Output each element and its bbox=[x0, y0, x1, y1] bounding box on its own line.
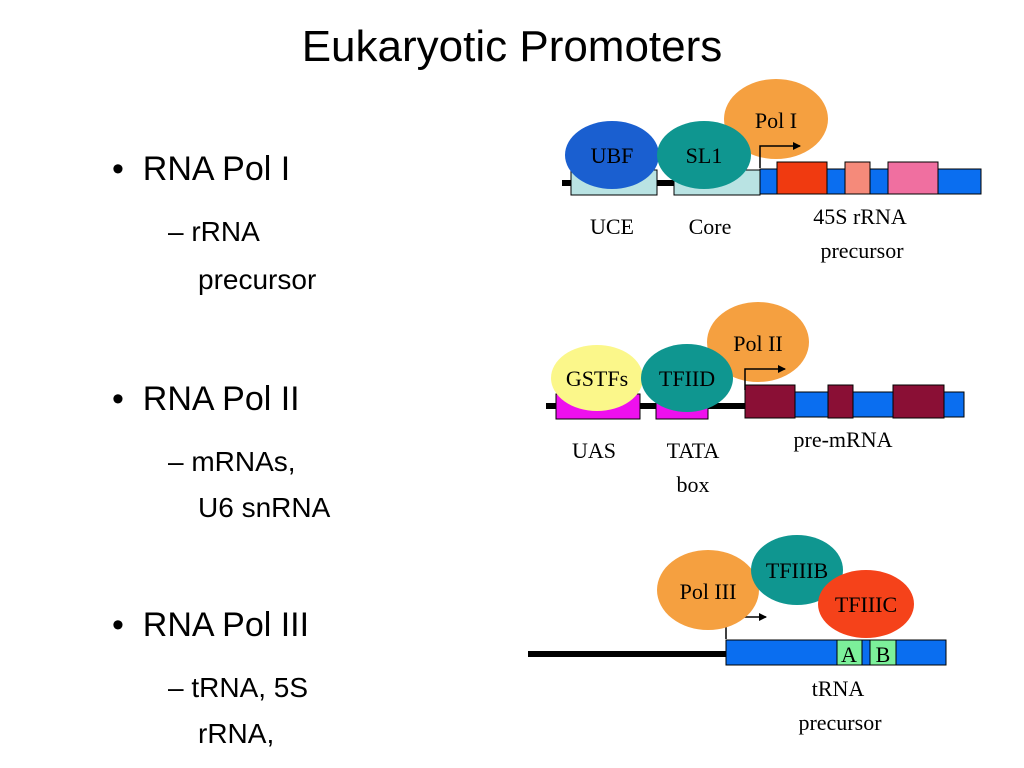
pol1-exon-red bbox=[776, 161, 828, 195]
bullet-pol2-label: RNA Pol II bbox=[142, 380, 300, 418]
bullet-pol1-label: RNA Pol I bbox=[142, 150, 291, 188]
pol2-tfiid-label: TFIID bbox=[659, 366, 715, 391]
pol3-tfiiic-label: TFIIIC bbox=[835, 592, 897, 617]
pol2-exon-1 bbox=[744, 384, 796, 419]
pol3-tfiiic-ellipse bbox=[818, 570, 914, 638]
pol2-tata-label-line2: box bbox=[677, 472, 710, 497]
slide-title: Eukaryotic Promoters bbox=[301, 22, 723, 71]
sub-bullet-pol2-line1: – mRNAs, bbox=[168, 446, 296, 477]
pol1-exon-pink bbox=[887, 161, 939, 195]
pol1-exon-salmon bbox=[844, 161, 871, 195]
pol3-tfiiib-ellipse bbox=[751, 535, 843, 605]
pol1-ubf-label: UBF bbox=[591, 143, 634, 168]
pol3-tfiiib-label: TFIIIB bbox=[766, 558, 828, 583]
bullet-pol2: • RNA Pol II bbox=[112, 380, 300, 418]
pol2-transcription-start-arrow bbox=[744, 365, 786, 390]
sub-bullet-pol1-line2: precursor bbox=[198, 264, 317, 295]
pol2-enzyme-label: Pol II bbox=[733, 331, 783, 356]
pol1-product-label-line2: precursor bbox=[820, 238, 904, 263]
pol1-ubf-ellipse bbox=[565, 121, 659, 189]
sub-bullet-pol3-line1: – tRNA, 5S bbox=[168, 672, 309, 703]
pol1-enzyme-ellipse bbox=[724, 79, 828, 159]
pol1-enzyme-label: Pol I bbox=[755, 108, 797, 133]
pol3-box-b bbox=[869, 639, 897, 666]
pol2-tfiid-ellipse bbox=[641, 344, 733, 412]
pol3-product-label-line1: tRNA bbox=[812, 676, 865, 701]
pol2-product-label: pre-mRNA bbox=[794, 427, 893, 452]
pol1-sl1-ellipse bbox=[657, 121, 751, 189]
pol2-exon-2 bbox=[827, 384, 854, 419]
pol3-product-label-line2: precursor bbox=[798, 710, 882, 735]
pol3-diagram: A B Pol III TFIIIB TFIIIC tRNA precursor bbox=[528, 535, 947, 735]
pol2-enzyme-ellipse bbox=[707, 302, 809, 382]
pol1-transcription-start-arrow bbox=[759, 142, 801, 168]
pol2-tata-label-line1: TATA bbox=[667, 438, 720, 463]
pol2-exon-3 bbox=[892, 384, 945, 419]
bullet-pol3-label: RNA Pol III bbox=[142, 606, 310, 644]
sub-bullet-pol1-line1: – rRNA bbox=[168, 216, 260, 247]
pol3-gene-body bbox=[725, 639, 947, 666]
pol1-sl1-label: SL1 bbox=[686, 143, 723, 168]
pol2-gstfs-label: GSTFs bbox=[566, 366, 628, 391]
pol1-core-label: Core bbox=[689, 214, 732, 239]
pol2-uas-label: UAS bbox=[572, 438, 616, 463]
sub-bullet-pol2-line2: U6 snRNA bbox=[198, 492, 331, 523]
pol3-enzyme-label: Pol III bbox=[680, 579, 737, 604]
pol1-diagram: Pol I UBF SL1 UCE Core 45S rRNA precurso… bbox=[562, 79, 982, 263]
pol3-enzyme-ellipse bbox=[657, 550, 759, 630]
sub-bullet-pol3-line2: rRNA, bbox=[198, 718, 275, 749]
pol1-uce-label: UCE bbox=[590, 214, 634, 239]
pol2-gstfs-ellipse bbox=[551, 345, 643, 411]
pol1-product-label-line1: 45S rRNA bbox=[813, 204, 907, 229]
pol2-diagram: Pol II GSTFs TFIID UAS TATA box pre-mRNA bbox=[546, 302, 965, 497]
bullet-pol1: • RNA Pol I bbox=[112, 150, 291, 188]
pol3-box-a bbox=[836, 639, 863, 666]
pol3-box-a-label: A bbox=[841, 642, 857, 667]
bullet-pol3: • RNA Pol III bbox=[112, 606, 310, 644]
pol3-box-b-label: B bbox=[876, 642, 891, 667]
